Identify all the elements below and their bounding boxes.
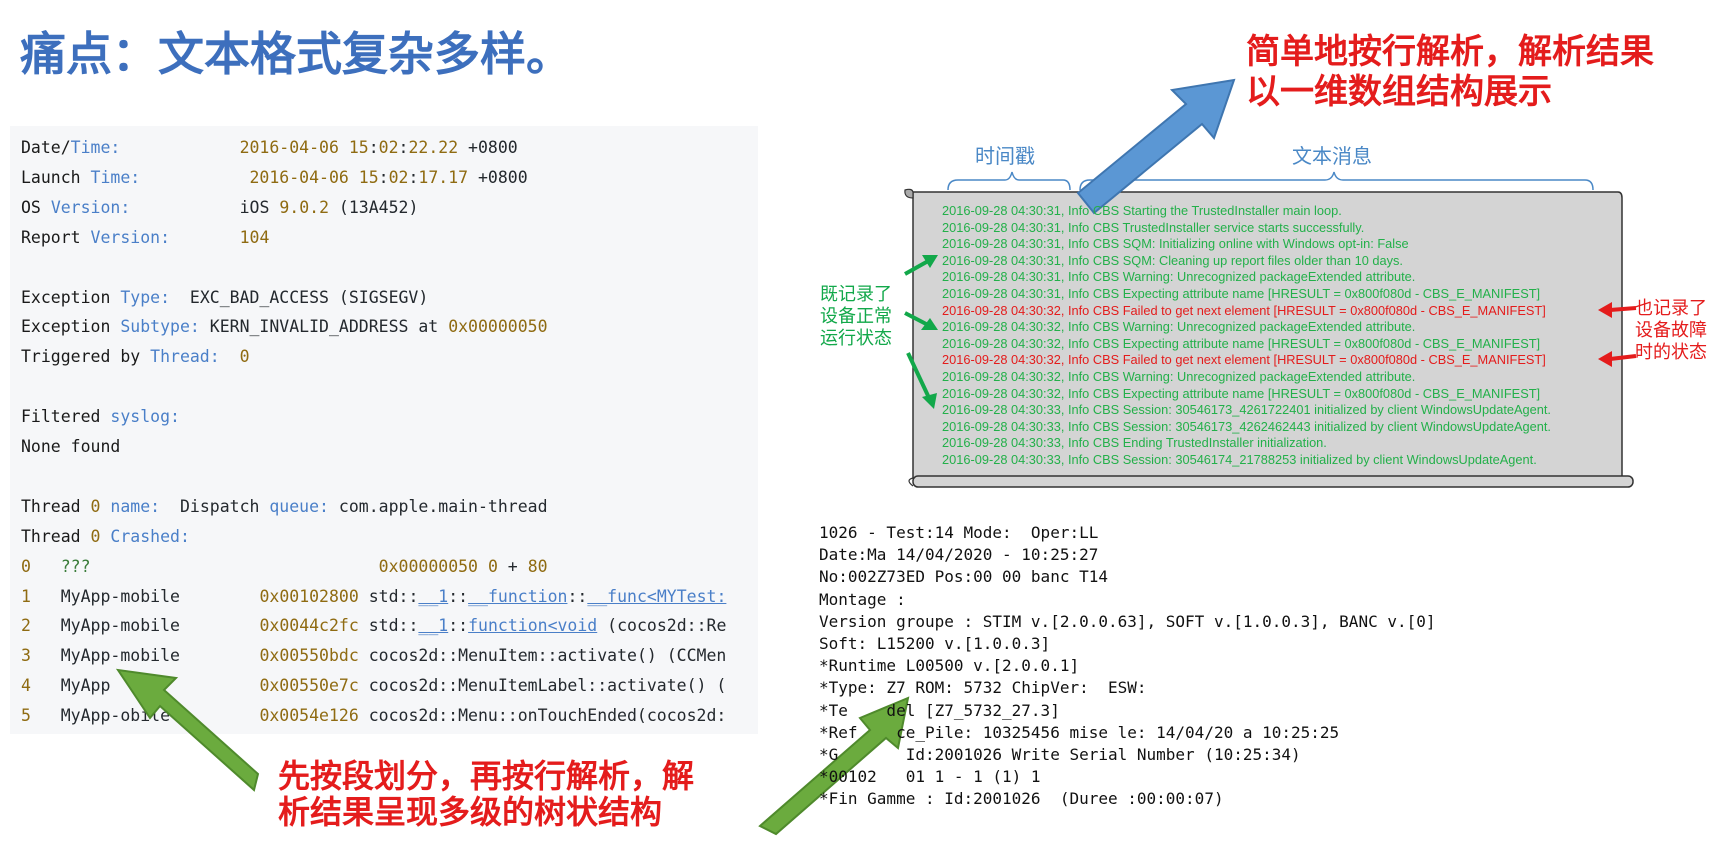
plain-text-line: Version groupe : STIM v.[2.0.0.63], SOFT… [819, 611, 1436, 631]
crash-line: Launch Time: 2016-04-06 15:02:17.17 +080… [21, 167, 528, 187]
crash-line: Report Version: 104 [21, 227, 270, 247]
crash-line: 2 MyApp-mobile 0x0044c2fc std::__1::func… [21, 616, 727, 636]
crash-line: Filtered syslog: [21, 407, 180, 427]
log-entry: 2016-09-28 04:30:32, Info CBS Warning: U… [942, 319, 1416, 335]
plain-text-line: *Type: Z7 ROM: 5732 ChipVer: ESW: [819, 678, 1147, 698]
crash-line: 1 MyApp-mobile 0x00102800 std::__1::__fu… [21, 586, 727, 606]
fault-state-note: 也记录了 设备故障 时的状态 [1635, 298, 1707, 363]
log-entry: 2016-09-28 04:30:31, Info CBS SQM: Initi… [942, 236, 1409, 252]
callout-bottom: 先按段划分，再按行解析，解 析结果呈现多级的树状结构 [278, 757, 695, 831]
log-entry: 2016-09-28 04:30:32, Info CBS Expecting … [942, 385, 1541, 401]
log-entry: 2016-09-28 04:30:31, Info CBS TrustedIns… [942, 219, 1365, 235]
log-entry-error: 2016-09-28 04:30:32, Info CBS Failed to … [942, 302, 1546, 318]
plain-text-line: No:002Z73ED Pos:00 00 banc T14 [819, 567, 1108, 587]
plain-text-line: *Te del [Z7_5732_27.3] [819, 700, 1060, 720]
log-entry: 2016-09-28 04:30:31, Info CBS Expecting … [942, 286, 1541, 301]
log-entry-error: 2016-09-28 04:30:32, Info CBS Failed to … [942, 352, 1546, 368]
plain-text-line: Montage : [819, 589, 906, 609]
message-label: 文本消息 [1292, 144, 1372, 168]
plain-text-line: *Ref ce_Pile: 10325456 mise le: 14/04/20… [819, 722, 1340, 742]
blue-arrow [1076, 78, 1236, 215]
plain-text-line: Soft: L15200 v.[1.0.0.3] [819, 634, 1051, 653]
log-entry: 2016-09-28 04:30:31, Info CBS Starting t… [942, 203, 1342, 218]
crash-line: 4 MyApp 0x00550e7c cocos2d::MenuItemLabe… [21, 676, 727, 696]
page-title: 痛点：文本格式复杂多样。 [20, 27, 572, 81]
crash-line: None found [21, 437, 121, 456]
crash-line: Thread 0 name: Dispatch queue: com.apple… [21, 496, 548, 516]
log-entry: 2016-09-28 04:30:31, Info CBS Warning: U… [942, 269, 1416, 285]
crash-line: OS Version: iOS 9.0.2 (13A452) [21, 197, 419, 217]
callout-top: 简单地按行解析，解析结果 以一维数组结构展示 [1246, 32, 1654, 112]
crash-line: Exception Type: EXC_BAD_ACCESS (SIGSEGV) [21, 287, 429, 307]
crash-line: Triggered by Thread: 0 [21, 347, 250, 367]
normal-state-note: 既记录了 设备正常 运行状态 [820, 284, 892, 349]
timestamp-label: 时间戳 [975, 144, 1035, 168]
plain-text-line: *G Id:2001026 Write Serial Number (10:25… [819, 745, 1301, 764]
crash-line: Exception Subtype: KERN_INVALID_ADDRESS … [21, 317, 548, 337]
crash-line: Date/Time: 2016-04-06 15:02:22.22 +0800 [21, 138, 518, 157]
crash-line: 3 MyApp-mobile 0x00550bdc cocos2d::MenuI… [21, 646, 727, 666]
crash-line: 0 ??? 0x00000050 0 + 80 [21, 556, 548, 576]
crash-line: Thread 0 Crashed: [21, 526, 190, 546]
log-entry: 2016-09-28 04:30:32, Info CBS Expecting … [942, 335, 1541, 351]
log-entry: 2016-09-28 04:30:33, Info CBS Session: 3… [942, 402, 1551, 418]
plain-text-line: 1026 - Test:14 Mode: Oper:LL [819, 523, 1099, 542]
log-entry: 2016-09-28 04:30:33, Info CBS Ending Tru… [942, 435, 1327, 451]
log-entry: 2016-09-28 04:30:32, Info CBS Warning: U… [942, 369, 1416, 384]
crash-line: 5 MyApp-obile 0x0054e126 cocos2d::Menu::… [21, 706, 727, 726]
plain-text-line: *Runtime L00500 v.[2.0.0.1] [819, 656, 1080, 676]
log-entry: 2016-09-28 04:30:33, Info CBS Session: 3… [942, 452, 1537, 467]
plain-text-line: *Fin Gamme : Id:2001026 (Duree :00:00:07… [819, 789, 1224, 809]
log-entry: 2016-09-28 04:30:33, Info CBS Session: 3… [942, 418, 1551, 434]
plain-text-line: Date:Ma 14/04/2020 - 10:25:27 [819, 545, 1099, 565]
plain-text-line: *00102 01 1 - 1 (1) 1 [819, 767, 1041, 787]
log-entry: 2016-09-28 04:30:31, Info CBS SQM: Clean… [942, 252, 1403, 268]
